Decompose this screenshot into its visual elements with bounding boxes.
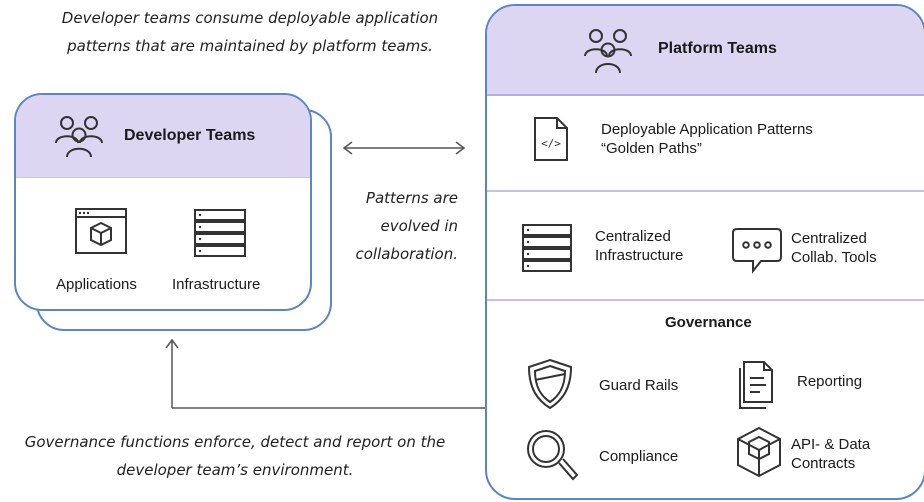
central-collab-line2: Collab. Tools — [791, 249, 877, 266]
patterns-line2: “Golden Paths” — [601, 140, 702, 157]
governance-feedback-arrow — [165, 338, 486, 409]
bottom-caption: Governance functions enforce, detect and… — [24, 433, 446, 479]
reporting-label: Reporting — [797, 373, 863, 390]
developer-teams-header: Developer Teams — [16, 95, 310, 178]
section-divider — [487, 190, 924, 192]
applications-label: Applications — [56, 276, 137, 293]
people-group-icon — [583, 26, 633, 76]
platform-teams-card: Platform Teams </> Deployable Applicatio… — [485, 4, 924, 500]
guard-rails-label: Guard Rails — [599, 377, 679, 394]
server-rack-icon — [521, 223, 573, 275]
bidirectional-arrow — [342, 141, 466, 155]
governance-title: Governance — [665, 314, 752, 331]
section-divider — [487, 299, 924, 301]
platform-teams-title: Platform Teams — [658, 40, 777, 57]
central-infra-line1: Centralized — [595, 228, 671, 245]
top-caption: Developer teams consume deployable appli… — [61, 9, 439, 55]
central-collab-line1: Centralized — [791, 230, 867, 247]
shield-icon — [527, 358, 573, 410]
magnifier-icon — [525, 428, 579, 484]
patterns-line1: Deployable Application Patterns — [601, 121, 813, 138]
infrastructure-label: Infrastructure — [172, 276, 261, 293]
compliance-label: Compliance — [599, 448, 679, 465]
central-infra-line2: Infrastructure — [595, 247, 684, 264]
developer-teams-title: Developer Teams — [124, 127, 256, 144]
developer-teams-card: Developer Teams Applications Infrastruct… — [14, 93, 312, 311]
platform-teams-header: Platform Teams — [487, 6, 924, 96]
document-icon — [736, 360, 776, 410]
contracts-line1: API- & Data — [791, 436, 871, 453]
code-file-icon: </> — [533, 116, 569, 162]
svg-text:</>: </> — [541, 137, 561, 150]
middle-caption: Patterns are evolved in collaboration. — [355, 189, 458, 263]
server-rack-icon — [193, 208, 247, 258]
application-window-icon — [74, 207, 128, 255]
contracts-line2: Contracts — [791, 455, 856, 472]
cube-icon — [736, 426, 782, 478]
people-group-icon — [54, 113, 104, 159]
chat-bubble-icon — [731, 227, 783, 275]
